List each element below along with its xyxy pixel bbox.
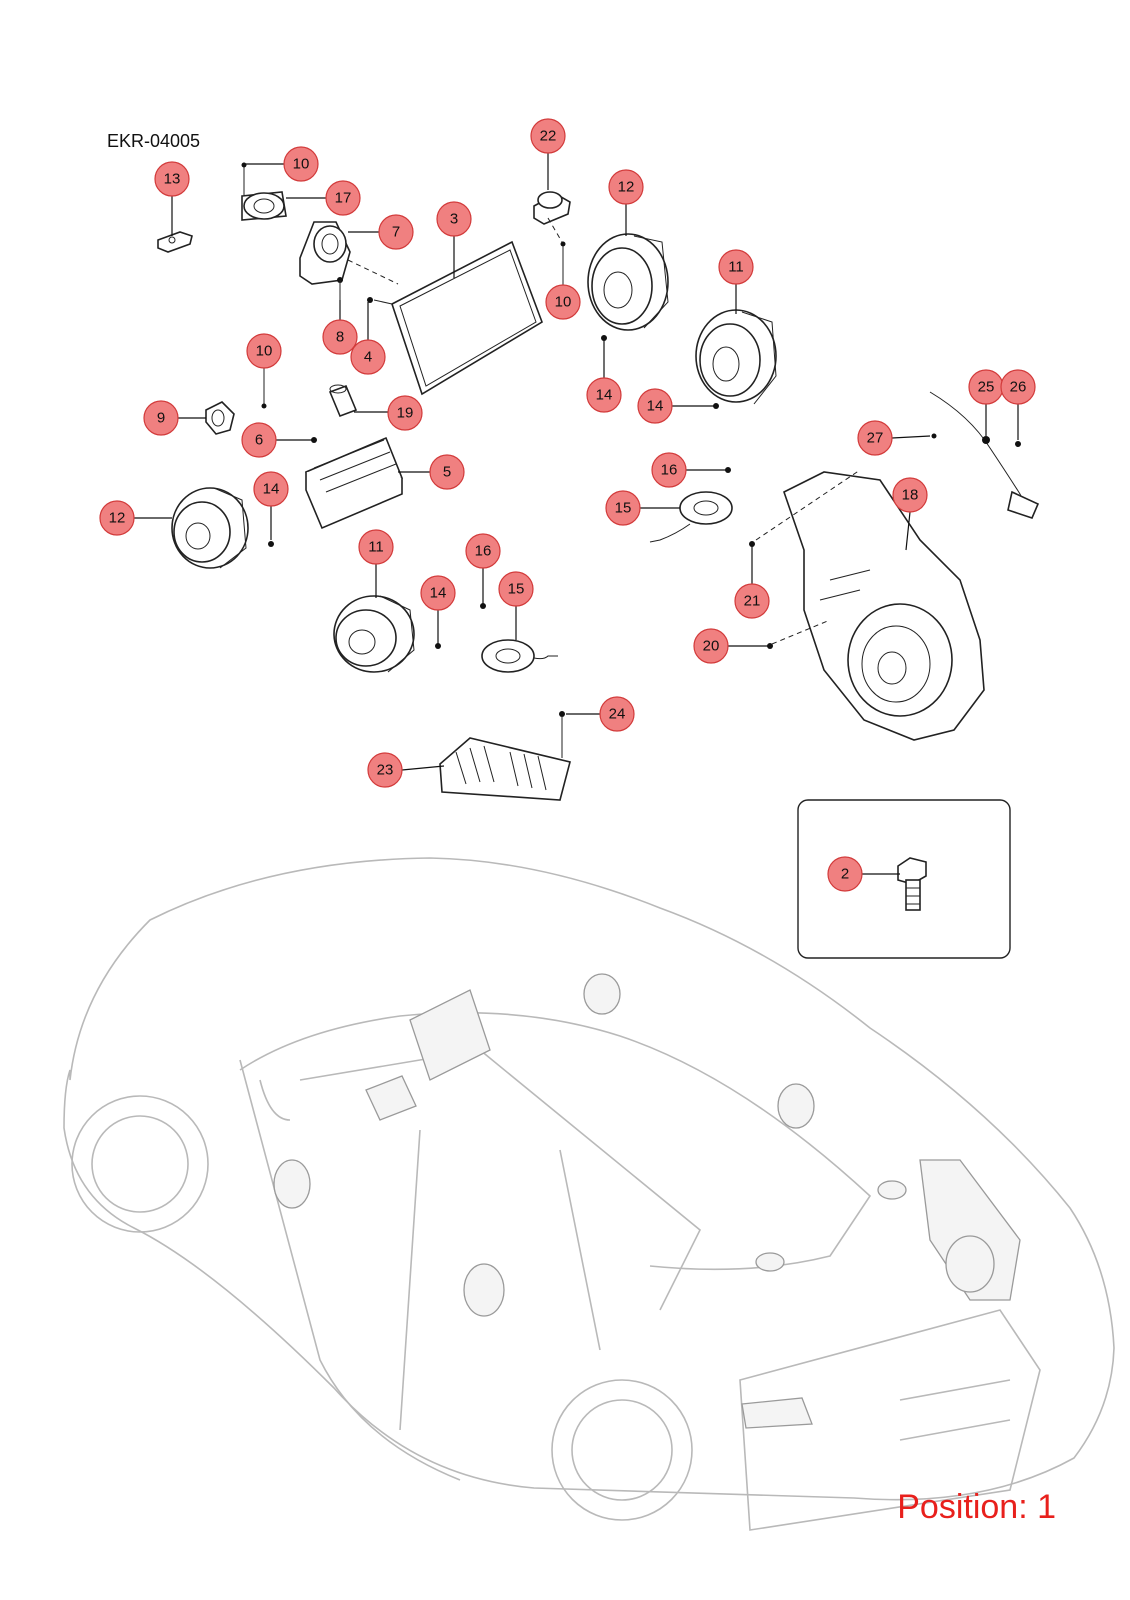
callout-18: 18 [892,477,928,513]
callout-14: 14 [253,471,289,507]
callout-12: 12 [99,500,135,536]
inset-box [797,799,1011,959]
svg-text:15: 15 [615,500,632,517]
callout-11: 11 [718,249,754,285]
svg-text:11: 11 [728,259,744,276]
part-22-speaker [533,191,571,290]
part-12-woofer-left [171,487,274,569]
svg-text:14: 14 [647,398,664,415]
callout-10: 10 [246,333,282,369]
callout-26: 26 [1000,369,1036,405]
part-23-amplifier-module [439,711,571,801]
part-18-subwoofer [749,469,985,741]
svg-text:14: 14 [430,585,447,602]
callout-12: 12 [608,169,644,205]
svg-text:10: 10 [256,343,273,360]
callout-15: 15 [605,490,641,526]
svg-text:9: 9 [157,410,165,427]
part-17-tweeter [241,162,287,221]
svg-text:6: 6 [255,432,263,449]
callout-19: 19 [387,395,423,431]
callout-16: 16 [651,452,687,488]
callout-9: 9 [143,400,179,436]
callout-5: 5 [429,454,465,490]
part-11-woofer-upper [695,309,777,409]
callout-16: 16 [465,533,501,569]
part-15-tweeter-right [649,467,733,543]
part-4-screw [367,297,393,305]
svg-text:12: 12 [109,510,126,527]
svg-text:13: 13 [164,171,181,188]
svg-text:26: 26 [1010,379,1027,396]
callout-20: 20 [693,628,729,664]
callout-10: 10 [545,284,581,320]
callout-6: 6 [241,422,277,458]
svg-text:23: 23 [377,762,394,779]
part-13-bracket [157,231,193,253]
svg-text:7: 7 [392,224,400,241]
svg-text:2: 2 [841,866,849,883]
callout-14: 14 [586,377,622,413]
part-11-woofer-middle [333,595,441,673]
svg-text:15: 15 [508,581,525,598]
leader-lines [134,153,1019,875]
svg-text:22: 22 [540,128,557,145]
part-19-capsule [328,384,358,418]
part-12-woofer-upper [587,233,669,341]
callout-7: 7 [378,214,414,250]
callout-2: 2 [827,856,863,892]
callout-8: 8 [322,319,358,355]
callout-25: 25 [968,369,1004,405]
callout-24: 24 [599,696,635,732]
callout-27: 27 [857,420,893,456]
part-25-26-harness [929,391,1040,519]
callout-14: 14 [637,388,673,424]
svg-text:18: 18 [902,487,919,504]
callout-23: 23 [367,752,403,788]
part-7-center-speaker [299,221,351,320]
callout-15: 15 [498,571,534,607]
svg-text:19: 19 [397,405,414,422]
svg-text:14: 14 [263,481,280,498]
diagram-code: EKR-04005 [107,131,201,151]
position-label: Position: 1 [897,1488,1056,1526]
callout-4: 4 [350,339,386,375]
svg-text:25: 25 [978,379,995,396]
svg-text:21: 21 [744,593,761,610]
callout-21: 21 [734,583,770,619]
svg-text:4: 4 [364,349,372,366]
car-outline [63,857,1115,1531]
svg-text:17: 17 [335,190,352,207]
callout-17: 17 [325,180,361,216]
callout-10: 10 [283,146,319,182]
part-5-amplifier [304,436,404,530]
callout-11: 11 [358,529,394,565]
part-9-speaker [205,366,267,435]
part-3-display [347,240,543,396]
svg-text:11: 11 [368,539,384,556]
svg-text:27: 27 [867,430,884,447]
callout-13: 13 [154,161,190,197]
svg-text:10: 10 [555,294,572,311]
svg-text:20: 20 [703,638,720,655]
callout-22: 22 [530,118,566,154]
svg-text:3: 3 [450,211,458,228]
callout-14: 14 [420,575,456,611]
callout-3: 3 [436,201,472,237]
svg-text:14: 14 [596,387,613,404]
svg-text:24: 24 [609,706,626,723]
svg-text:5: 5 [443,464,451,481]
svg-text:16: 16 [475,543,492,560]
svg-text:16: 16 [661,462,678,479]
svg-text:12: 12 [618,179,635,196]
svg-text:8: 8 [336,329,344,346]
svg-text:10: 10 [293,156,310,173]
